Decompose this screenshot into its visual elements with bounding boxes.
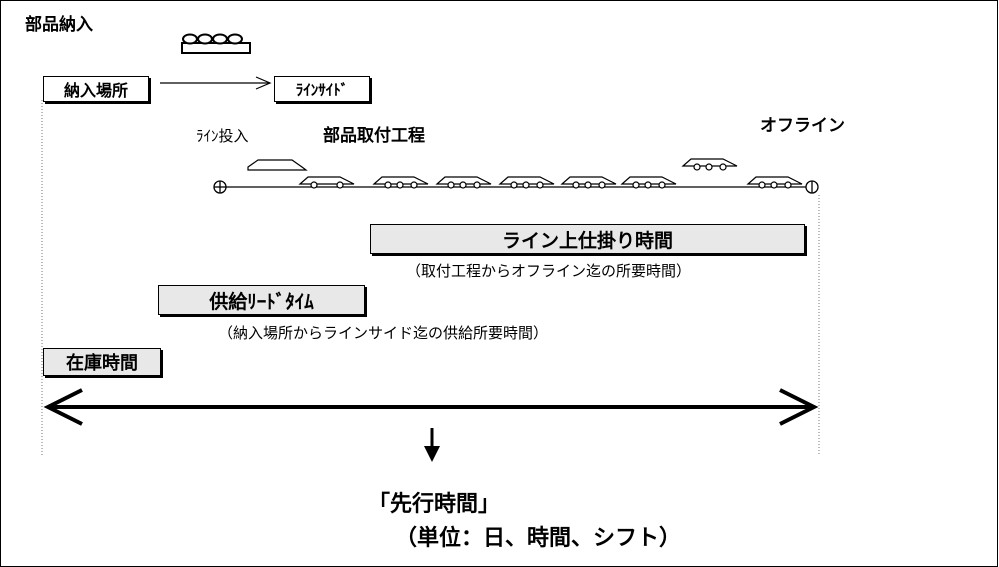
car-body-entering bbox=[247, 159, 308, 171]
car-1 bbox=[298, 176, 355, 189]
car-6 bbox=[620, 176, 677, 189]
supply-lead-time-box: 供給ﾘｰﾄﾞﾀｲﾑ bbox=[158, 285, 365, 315]
line-wip-time-box: ライン上仕掛り時間 bbox=[370, 224, 805, 254]
line-wip-time-note: （取付工程からオフライン迄の所要時間） bbox=[406, 262, 692, 280]
line-input-label: ﾗｲﾝ投入 bbox=[196, 127, 249, 145]
car-7 bbox=[746, 176, 803, 189]
parts-icon bbox=[181, 33, 251, 54]
delivery-location-box: 納入場所 bbox=[43, 76, 149, 102]
line-side-box: ﾗｲﾝｻｲﾄﾞ bbox=[274, 76, 370, 102]
car-4 bbox=[498, 176, 555, 189]
car-5 bbox=[560, 176, 617, 189]
offline-label: オフライン bbox=[760, 116, 845, 136]
supply-lead-time-note: （納入場所からラインサイド迄の供給所要時間） bbox=[218, 324, 549, 342]
car-2 bbox=[372, 176, 429, 189]
lead-time-double-arrow bbox=[43, 388, 819, 426]
inventory-time-box: 在庫時間 bbox=[43, 348, 161, 376]
assembly-process-label: 部品取付工程 bbox=[323, 126, 425, 146]
diagram-title: 部品納入 bbox=[25, 15, 93, 35]
car-raised bbox=[681, 158, 738, 171]
lead-time-units: （単位：日、時間、シフト） bbox=[395, 526, 682, 551]
car-3 bbox=[435, 176, 492, 189]
lead-time-title: 「先行時間」 bbox=[368, 492, 501, 517]
delivery-arrow bbox=[160, 76, 272, 90]
down-arrow bbox=[424, 428, 440, 462]
car-bodies bbox=[247, 158, 803, 189]
